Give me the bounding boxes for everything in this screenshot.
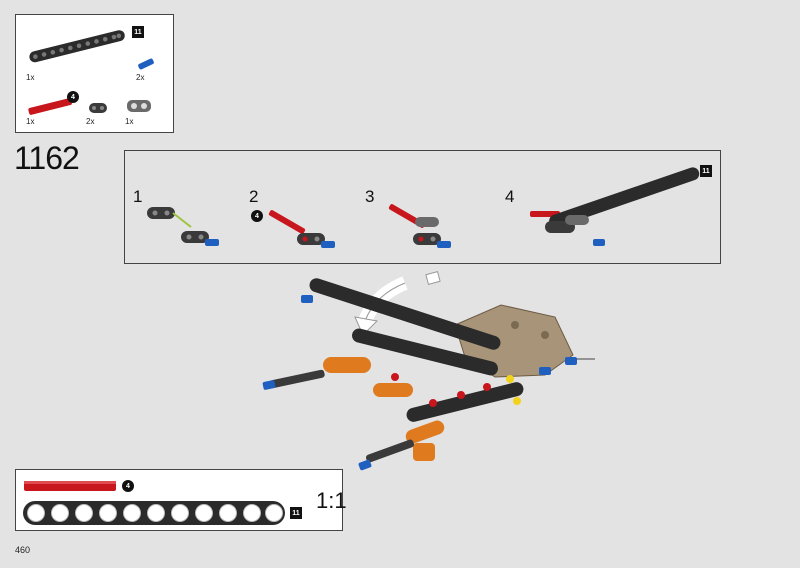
scale-label: 1:1 <box>316 488 347 513</box>
parts-list-box: 1x 11 2x 4 1x 2x 1x <box>15 14 174 133</box>
black-beam-part <box>29 30 125 63</box>
black-beams <box>309 278 524 422</box>
qty-grey-connector: 2x <box>86 117 95 126</box>
scale-red-axle <box>24 481 116 491</box>
axles-and-pins <box>262 295 577 471</box>
sub-step-illustrations <box>147 167 700 248</box>
grey-axle-connector-part <box>127 100 151 112</box>
sub-step-3-illustration <box>388 204 451 248</box>
sub-assembly-callout: 1 2 3 4 4 11 <box>124 150 721 264</box>
sub-step-1-number: 1 <box>133 187 143 206</box>
size-badge-beam: 11 <box>132 26 144 38</box>
rotation-arrow-icon <box>354 271 441 336</box>
sub-step-2-illustration <box>268 210 335 248</box>
sub-step-2-number: 2 <box>249 187 259 206</box>
parts-illustrations <box>28 30 154 115</box>
sub-step-4-illustration <box>530 167 700 246</box>
orange-connectors <box>323 357 445 461</box>
sub-step-4-beam-badge: 11 <box>700 165 712 177</box>
sub-step-2-axle-badge: 4 <box>251 210 263 222</box>
sub-step-3-number: 3 <box>365 187 375 206</box>
sub-step-4-number: 4 <box>505 187 515 206</box>
page-number: 460 <box>15 545 31 555</box>
scale-illustrations <box>23 481 285 525</box>
qty-blue-pin: 2x <box>136 73 145 82</box>
qty-grey-axle-connector: 1x <box>125 117 134 126</box>
red-axle-part <box>28 98 72 115</box>
grey-connector-part <box>89 103 107 113</box>
step-number: 1162 <box>14 140 80 176</box>
scale-axle-badge: 4 <box>122 480 134 492</box>
blue-pin-part <box>138 58 154 70</box>
qty-red-axle: 1x <box>26 117 35 126</box>
size-badge-axle: 4 <box>67 91 79 103</box>
main-assembly-illustration <box>262 271 595 471</box>
qty-black-beam: 1x <box>26 73 35 82</box>
scale-black-beam <box>23 501 285 525</box>
scale-beam-badge: 11 <box>290 507 302 519</box>
sub-step-1-illustration <box>147 207 219 246</box>
scale-reference-box: 4 11 1:1 <box>15 469 347 531</box>
